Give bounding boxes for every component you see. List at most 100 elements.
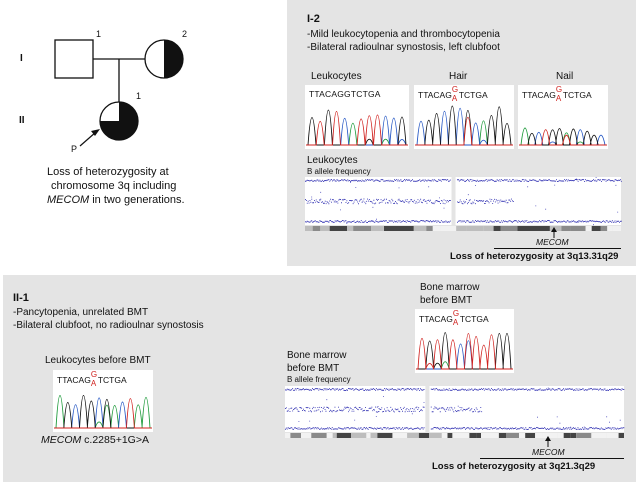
trace-line (306, 111, 408, 146)
ideogram-band (493, 226, 501, 231)
ideogram-band (447, 433, 453, 438)
ideogram-band (617, 226, 621, 231)
ii1-bm-chrom-label-line2: before BMT (420, 295, 473, 306)
ideogram-band (311, 433, 327, 438)
ideogram-band (591, 433, 606, 438)
baf-plot-ii1 (285, 386, 625, 432)
trace-ii1-bone-marrow (416, 332, 513, 370)
ideogram-band (413, 226, 427, 231)
ideogram-band (353, 226, 372, 231)
i2-baf-title: Leukocytes (307, 155, 358, 166)
father-number: 1 (96, 29, 102, 39)
sequence-text: TTACAGGTCTGA (309, 89, 381, 99)
trace-line (54, 397, 152, 429)
ideogram-band (394, 226, 401, 231)
proband-arrow (79, 131, 97, 147)
trace-line (306, 109, 408, 146)
ideogram-band (469, 433, 477, 438)
ii1-gene-label: MECOM (532, 447, 565, 457)
trace-i2-nail (519, 127, 607, 146)
trace-i2-hair (415, 105, 513, 146)
ideogram-band (366, 433, 371, 438)
ii1-baf-title-line2: before BMT (287, 363, 340, 374)
trace-line (415, 117, 513, 146)
ideogram-band (290, 433, 301, 438)
i2-gene-label: MECOM (536, 237, 569, 247)
ideogram-band (600, 226, 608, 231)
trace-line (54, 394, 152, 429)
ii1-baf-title-line1: Bone marrow (287, 350, 347, 361)
ideogram-band (326, 433, 333, 438)
generation-label-i: I (20, 53, 23, 64)
ideogram-band (606, 433, 619, 438)
pedigree-caption-line3: MECOM in two generations. (47, 195, 185, 206)
ideogram-band (377, 433, 393, 438)
ideogram-band (476, 433, 481, 438)
i2-gene-marker (551, 227, 557, 238)
ideogram-band (452, 433, 470, 438)
ideogram-band (305, 226, 313, 231)
ideogram-band (498, 433, 506, 438)
ideogram-band (392, 433, 408, 438)
ideogram-band (429, 433, 442, 438)
ii1-loh-bracket (480, 458, 624, 459)
ideogram-band (432, 226, 441, 231)
ideogram-band (285, 433, 291, 438)
ii1-mutation: MECOM c.2285+1G>A (41, 434, 149, 446)
ideogram-band (585, 226, 592, 231)
i2-baf-subtitle: B allele frequency (307, 167, 371, 176)
proband-number: 1 (136, 91, 142, 101)
baf-background (305, 177, 621, 225)
ideogram-ii1 (285, 433, 624, 438)
trace-line (54, 398, 152, 429)
ii1-bm-chrom-label-line1: Bone marrow (420, 282, 480, 293)
ideogram-band (549, 226, 562, 231)
ideogram-band (570, 433, 577, 438)
ideogram-band (483, 226, 494, 231)
ideogram-band (535, 433, 543, 438)
ideogram-band (371, 226, 384, 231)
chromatogram-label-hair: Hair (449, 71, 468, 82)
ideogram-band (332, 433, 337, 438)
ii1-gene-marker (545, 436, 551, 447)
ii1-title: II-1 (13, 292, 29, 304)
ideogram-band (351, 433, 367, 438)
ideogram-i2 (305, 226, 621, 231)
trace-ii1-leukocytes (54, 394, 152, 429)
ideogram-band (607, 226, 613, 231)
ideogram-band (441, 433, 448, 438)
chromatogram-label-leukocytes: Leukocytes (311, 71, 362, 82)
ideogram-band (576, 433, 592, 438)
ideogram-band (466, 226, 484, 231)
trace-line (519, 127, 607, 146)
ideogram-band (384, 226, 395, 231)
ideogram-band (525, 433, 536, 438)
trace-line (415, 105, 513, 146)
ideogram-band (533, 226, 550, 231)
ideogram-band (618, 433, 624, 438)
ideogram-band (347, 226, 354, 231)
ii1-baf-subtitle: B allele frequency (287, 375, 351, 384)
trace-line (519, 129, 607, 146)
ideogram-band (570, 226, 586, 231)
ideogram-band (426, 226, 433, 231)
i2-loh-label: Loss of heterozygosity at 3q13.31q29 (450, 251, 619, 262)
ideogram-band (506, 433, 519, 438)
mother-carrier-half (164, 40, 183, 78)
pedigree-caption-line1: Loss of heterozygosity at (47, 166, 169, 178)
chromatogram-i2-leukocytes: TTACAGGTCTGA (305, 85, 409, 149)
father-square (54, 39, 94, 79)
baf-points (305, 177, 622, 226)
ideogram-band (456, 226, 467, 231)
ideogram-band (481, 433, 499, 438)
ideogram-band (542, 433, 558, 438)
